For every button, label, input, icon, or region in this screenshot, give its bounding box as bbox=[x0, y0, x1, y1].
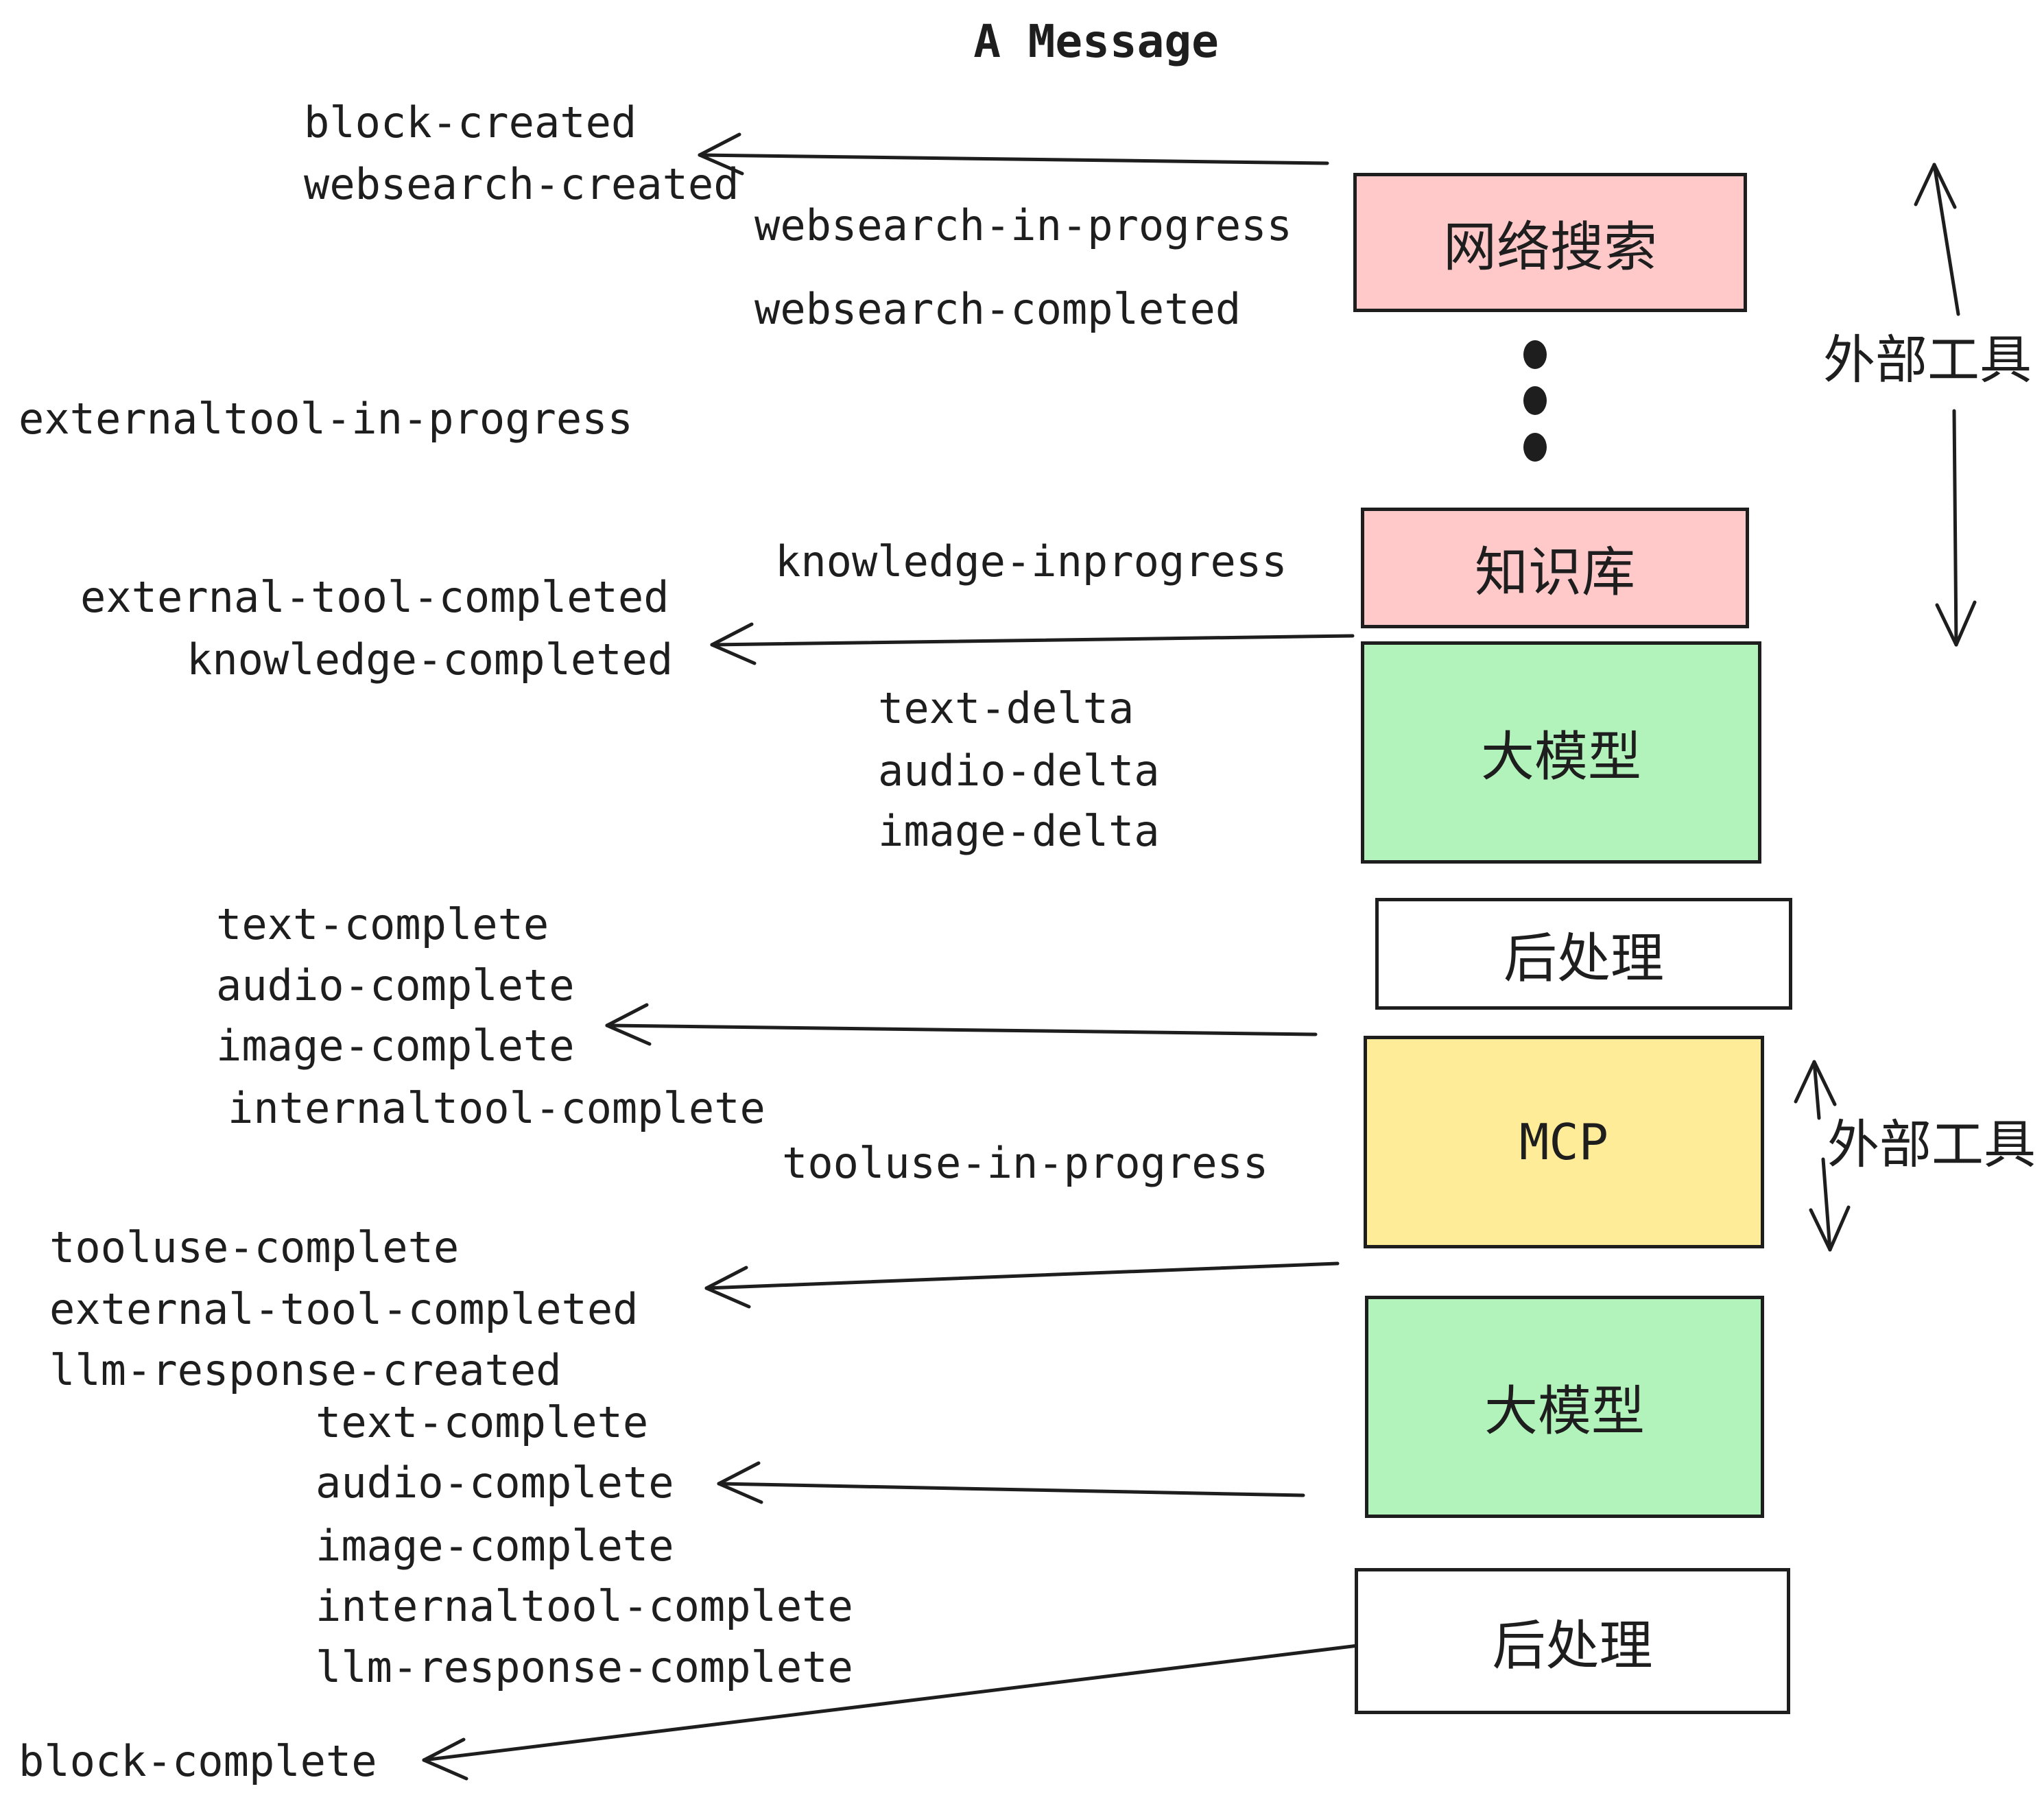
postprocess-box-2-label: 后处理 bbox=[1492, 1615, 1653, 1677]
postprocess-box-1: 后处理 bbox=[1375, 898, 1792, 1010]
arrow-to-external-tool-completed-head-b bbox=[704, 1286, 751, 1309]
llm-box-1-label: 大模型 bbox=[1480, 726, 1641, 788]
external-tools-label-1: 外部工具 bbox=[1823, 329, 2032, 390]
external-tools-down-arrow-1-head-a bbox=[1935, 603, 1958, 647]
event-label-tooluse-complete: tooluse-complete bbox=[49, 1222, 460, 1273]
arrow-to-image-complete bbox=[605, 1023, 1318, 1036]
postprocess-box-1-label: 后处理 bbox=[1503, 927, 1664, 990]
arrow-to-websearch-created-head-a bbox=[698, 132, 741, 157]
arrow-to-external-tool-completed bbox=[704, 1261, 1340, 1290]
llm-box-1: 大模型 bbox=[1361, 641, 1761, 864]
event-label-internaltool-complete-1: internaltool-complete bbox=[228, 1083, 765, 1134]
event-label-audio-complete-1: audio-complete bbox=[216, 960, 575, 1011]
diagram-title: A Message bbox=[973, 15, 1219, 68]
event-label-internaltool-complete-2: internaltool-complete bbox=[316, 1581, 853, 1632]
event-label-external-tool-completed-1: external-tool-completed bbox=[80, 572, 669, 623]
external-tools-up-arrow-2-head-a bbox=[1794, 1060, 1816, 1104]
external-tools-up-arrow-1-head-a bbox=[1914, 163, 1936, 206]
llm-box-2-label: 大模型 bbox=[1484, 1381, 1645, 1443]
event-label-knowledge-inprogress: knowledge-inprogress bbox=[775, 536, 1287, 587]
external-tools-down-arrow-2 bbox=[1821, 1157, 1832, 1252]
event-label-text-complete-1: text-complete bbox=[216, 899, 549, 950]
event-label-image-complete-1: image-complete bbox=[216, 1021, 575, 1071]
arrow-to-knowledge-completed-head-b bbox=[710, 643, 757, 665]
external-tools-down-arrow-1 bbox=[1952, 409, 1958, 647]
event-label-llm-response-complete: llm-response-complete bbox=[316, 1642, 853, 1693]
external-tools-up-arrow-1 bbox=[1932, 163, 1960, 316]
mcp-box-label: MCP bbox=[1519, 1113, 1609, 1171]
arrow-to-knowledge-completed-head-a bbox=[710, 622, 754, 647]
arrow-to-websearch-created-head-b bbox=[698, 153, 744, 176]
external-tools-down-arrow-2-head-a bbox=[1809, 1208, 1832, 1252]
external-tools-up-arrow-1-head-b bbox=[1932, 163, 1957, 209]
external-tools-up-arrow-2 bbox=[1812, 1060, 1821, 1120]
arrow-to-block-complete bbox=[422, 1643, 1366, 1762]
ellipsis-dot-2 bbox=[1523, 386, 1547, 415]
websearch-box: 网络搜索 bbox=[1353, 173, 1747, 312]
ellipsis-dot-3 bbox=[1523, 433, 1547, 462]
postprocess-box-2: 后处理 bbox=[1355, 1568, 1790, 1714]
external-tools-down-arrow-1-head-b bbox=[1954, 600, 1977, 647]
event-label-websearch-created: websearch-created bbox=[304, 159, 739, 210]
arrow-to-knowledge-completed bbox=[710, 634, 1355, 647]
arrow-to-websearch-created bbox=[698, 153, 1329, 165]
arrow-to-block-complete-head-a bbox=[422, 1737, 466, 1762]
event-label-text-delta-1: text-delta bbox=[878, 683, 1134, 734]
event-label-image-complete-2: image-complete bbox=[316, 1521, 674, 1571]
websearch-box-label: 网络搜索 bbox=[1442, 216, 1657, 278]
event-label-websearch-in-progress: websearch-in-progress bbox=[754, 200, 1292, 251]
event-label-tooluse-in-progress: tooluse-in-progress bbox=[782, 1138, 1269, 1189]
event-label-externaltool-in-progress: externaltool-in-progress bbox=[19, 394, 633, 444]
external-tools-down-arrow-2-head-b bbox=[1828, 1205, 1851, 1252]
event-label-image-delta-1: image-delta bbox=[878, 806, 1160, 857]
arrow-to-audio-complete bbox=[717, 1482, 1305, 1497]
event-label-websearch-completed: websearch-completed bbox=[754, 284, 1241, 335]
event-label-audio-complete-2: audio-complete bbox=[316, 1458, 674, 1508]
event-label-knowledge-completed: knowledge-completed bbox=[187, 634, 674, 685]
event-label-block-created: block-created bbox=[304, 97, 637, 148]
event-label-llm-response-created: llm-response-created bbox=[49, 1345, 562, 1396]
arrow-to-audio-complete-head-a bbox=[717, 1461, 761, 1486]
event-label-text-complete-2: text-complete bbox=[316, 1397, 649, 1448]
arrow-to-external-tool-completed-head-a bbox=[704, 1266, 748, 1290]
knowledge-box: 知识库 bbox=[1361, 508, 1749, 628]
external-tools-up-arrow-2-head-b bbox=[1812, 1060, 1837, 1106]
external-tools-label-2: 外部工具 bbox=[1827, 1114, 2036, 1175]
arrow-to-image-complete-head-a bbox=[605, 1003, 649, 1028]
knowledge-box-label: 知识库 bbox=[1474, 542, 1635, 604]
arrow-to-image-complete-head-b bbox=[605, 1023, 652, 1046]
llm-box-2: 大模型 bbox=[1365, 1296, 1764, 1518]
event-label-block-complete: block-complete bbox=[19, 1736, 377, 1787]
arrow-to-block-complete-head-b bbox=[422, 1758, 468, 1781]
mcp-box: MCP bbox=[1364, 1036, 1764, 1248]
event-label-audio-delta-1: audio-delta bbox=[878, 746, 1160, 796]
ellipsis-dot-1 bbox=[1523, 340, 1547, 369]
arrow-to-audio-complete-head-b bbox=[717, 1482, 763, 1504]
event-label-external-tool-completed-2: external-tool-completed bbox=[49, 1284, 639, 1335]
